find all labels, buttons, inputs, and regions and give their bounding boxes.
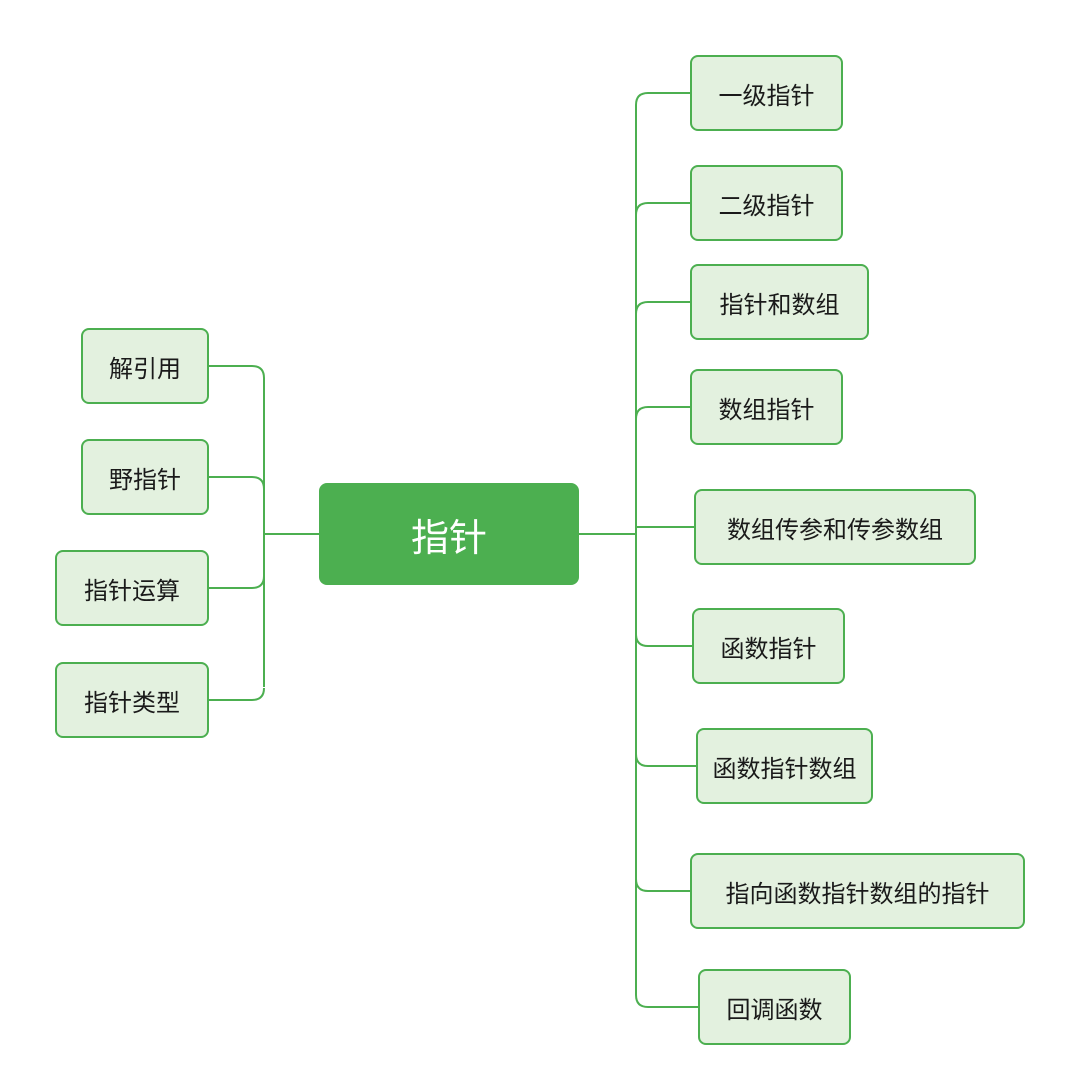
node-label: 指向函数指针数组的指针 xyxy=(725,879,990,908)
node-pointer-types[interactable]: 指针类型 xyxy=(55,662,209,738)
node-array-parameter-passing[interactable]: 数组传参和传参数组 xyxy=(694,489,976,565)
connector-left-2 xyxy=(209,575,265,589)
node-function-pointer-array[interactable]: 函数指针数组 xyxy=(696,728,873,804)
node-label: 指针类型 xyxy=(84,688,180,717)
connector-right-1 xyxy=(635,202,690,216)
connector-right-6 xyxy=(635,753,696,767)
node-label: 函数指针 xyxy=(720,634,817,663)
node-pointers-and-arrays[interactable]: 指针和数组 xyxy=(690,264,869,340)
node-first-level-pointer[interactable]: 一级指针 xyxy=(690,55,843,131)
connector-right-3 xyxy=(635,406,690,420)
node-label: 二级指针 xyxy=(718,191,815,220)
node-label: 函数指针数组 xyxy=(712,754,857,783)
connector-right-0 xyxy=(635,92,690,106)
node-label: 数组传参和传参数组 xyxy=(727,515,943,544)
node-array-pointer[interactable]: 数组指针 xyxy=(690,369,843,445)
connector-left-0 xyxy=(209,365,265,379)
node-label: 回调函数 xyxy=(726,995,823,1024)
node-callback-function[interactable]: 回调函数 xyxy=(698,969,851,1045)
node-label: 数组指针 xyxy=(718,395,815,424)
connector-right-8 xyxy=(635,994,698,1008)
node-label: 指针运算 xyxy=(84,576,180,605)
node-label: 指针和数组 xyxy=(719,290,840,319)
node-dereference[interactable]: 解引用 xyxy=(81,328,209,404)
connector-left-1 xyxy=(209,476,265,490)
node-wild-pointer[interactable]: 野指针 xyxy=(81,439,209,515)
node-label: 一级指针 xyxy=(718,81,815,110)
connector-right-7 xyxy=(635,878,690,892)
connector-left-3 xyxy=(209,687,265,701)
node-pointer-arithmetic[interactable]: 指针运算 xyxy=(55,550,209,626)
connector-right-2 xyxy=(635,301,690,315)
node-label: 野指针 xyxy=(109,465,181,494)
root-node-label: 指针 xyxy=(410,515,487,560)
node-pointer-to-function-pointer-array[interactable]: 指向函数指针数组的指针 xyxy=(690,853,1025,929)
node-second-level-pointer[interactable]: 二级指针 xyxy=(690,165,843,241)
node-label: 解引用 xyxy=(109,354,181,383)
node-function-pointer[interactable]: 函数指针 xyxy=(692,608,845,684)
connector-right-5 xyxy=(635,633,692,647)
root-node[interactable]: 指针 xyxy=(319,483,579,585)
